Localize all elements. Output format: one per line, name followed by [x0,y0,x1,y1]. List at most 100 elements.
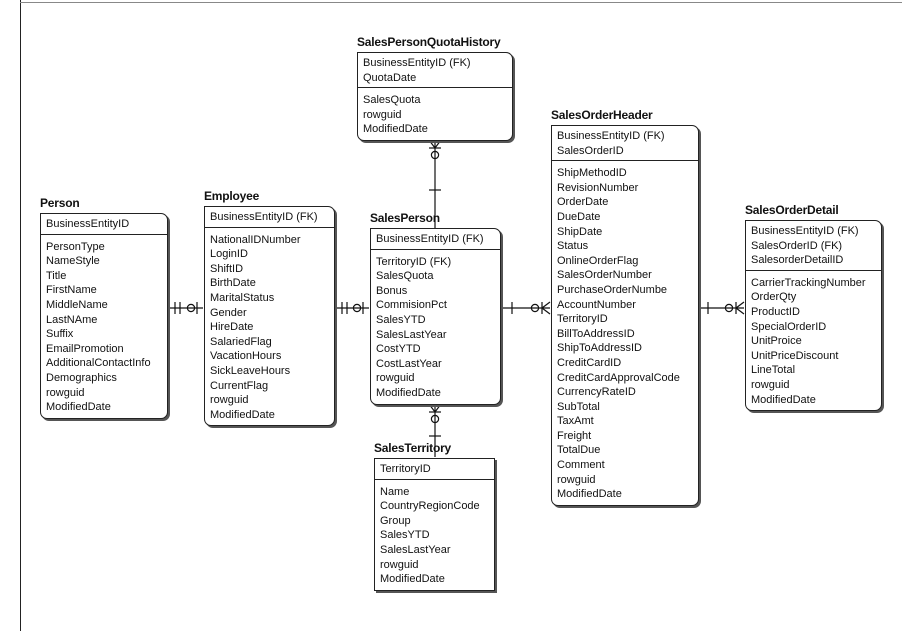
attribute-section: PersonType NameStyle Title FirstName Mid… [41,235,167,418]
attribute-field: OnlineOrderFlag [557,254,639,267]
entity-salesperson[interactable]: SalesPerson BusinessEntityID (FK) Territ… [370,211,501,405]
attribute-field: SubTotal [557,400,600,413]
attribute-field: rowguid [751,378,790,391]
attribute-field: ShiftID [210,262,244,275]
primary-key-section: BusinessEntityID (FK) [371,229,500,250]
attribute-field: Suffix [46,328,74,341]
relationship-employee-salesperson [334,302,369,314]
relationship-salesperson-orderheader [500,301,551,315]
entity-title: SalesOrderHeader [551,108,653,122]
attribute-field: FirstName [46,284,97,297]
entity-title: SalesTerritory [374,441,452,455]
attribute-field: UnitPriceDiscount [751,349,839,362]
attribute-field: SalesQuota [376,270,434,283]
entity-salespersonquotahistory[interactable]: SalesPersonQuotaHistory BusinessEntityID… [357,35,513,141]
attribute-field: SalesOrderNumber [557,269,652,282]
attribute-field: SalesYTD [380,529,430,542]
attribute-field: TerritoryID [557,313,608,326]
entity-salesorderdetail[interactable]: SalesOrderDetail BusinessEntityID (FK) S… [745,203,882,412]
attribute-field: CurrencyRateID [557,386,636,399]
attribute-field: Freight [557,429,592,442]
entity-box: BusinessEntityID (FK) SalesOrderID (FK) … [745,220,882,412]
attribute-section: TerritoryID (FK) SalesQuota Bonus Commis… [371,250,500,404]
entity-box: TerritoryID Name CountryRegionCode Group… [374,458,495,591]
attribute-field: OrderQty [751,291,797,304]
attribute-field: VacationHours [210,350,282,363]
attribute-field: ShipMethodID [557,167,627,180]
attribute-field: Title [46,269,67,282]
attribute-field: LoginID [210,248,248,261]
attribute-field: ModifiedDate [751,393,816,406]
attribute-field: Group [380,514,411,527]
primary-key-section: BusinessEntityID (FK) SalesOrderID (FK) … [746,221,881,271]
entity-title: Employee [204,189,260,203]
entity-title: SalesPerson [370,211,440,225]
attribute-field: CountryRegionCode [380,500,480,513]
key-field: BusinessEntityID (FK) [376,233,484,245]
attribute-field: HireDate [210,321,254,334]
attribute-field: ModifiedDate [380,573,445,586]
key-field: TerritoryID [380,463,431,475]
attribute-field: CarrierTrackingNumber [751,276,866,289]
attribute-field: Bonus [376,284,408,297]
top-frame-line [20,2,902,3]
attribute-field: Status [557,240,589,253]
attribute-field: NationalIDNumber [210,233,301,246]
relationship-orderheader-orderdetail [698,301,745,315]
attribute-field: LineTotal [751,364,796,377]
attribute-field: ModifiedDate [557,488,622,501]
attribute-field: SalariedFlag [210,335,272,348]
attribute-field: rowguid [380,558,419,571]
attribute-field: AdditionalContactInfo [46,357,151,370]
attribute-field: BirthDate [210,277,256,290]
attribute-field: rowguid [557,473,596,486]
left-frame-line [20,0,21,631]
entity-salesorderheader[interactable]: SalesOrderHeader BusinessEntityID (FK) S… [551,108,699,506]
key-field: SalesOrderID [557,144,624,157]
attribute-field: CostLastYear [376,357,442,370]
entity-title: Person [40,196,80,210]
key-field: BusinessEntityID (FK) [210,211,318,223]
relationship-salesperson-quotahistory [428,139,442,230]
attribute-field: MiddleName [46,298,108,311]
attribute-field: CostYTD [376,343,421,356]
attribute-field: rowguid [363,108,402,121]
relationship-territory-salesperson [428,403,442,457]
entity-title: SalesPersonQuotaHistory [357,35,501,49]
attribute-field: UnitProice [751,335,802,348]
attribute-section: Name CountryRegionCode Group SalesYTD Sa… [375,480,494,590]
entity-box: BusinessEntityID (FK) SalesOrderID ShipM… [551,125,699,506]
attribute-field: PersonType [46,240,105,253]
key-field: SalesOrderID (FK) [751,239,843,252]
attribute-section: SalesQuota rowguid ModifiedDate [358,88,512,140]
attribute-field: NameStyle [46,255,100,268]
attribute-section: ShipMethodID RevisionNumber OrderDate Du… [552,161,698,505]
attribute-field: SalesYTD [376,313,426,326]
attribute-field: RevisionNumber [557,181,639,194]
entity-person[interactable]: Person BusinessEntityID PersonType NameS… [40,196,168,419]
primary-key-section: BusinessEntityID [41,214,167,235]
primary-key-section: BusinessEntityID (FK) QuotaDate [358,53,512,89]
entity-box: BusinessEntityID PersonType NameStyle Ti… [40,213,168,419]
entity-salesterritory[interactable]: SalesTerritory TerritoryID Name CountryR… [374,441,495,591]
key-field: BusinessEntityID (FK) [751,225,859,237]
attribute-field: ModifiedDate [363,123,428,136]
attribute-field: ModifiedDate [376,386,441,399]
entity-employee[interactable]: Employee BusinessEntityID (FK) NationalI… [204,189,335,427]
primary-key-section: BusinessEntityID (FK) [205,207,334,228]
attribute-field: OrderDate [557,196,609,209]
entity-box: BusinessEntityID (FK) NationalIDNumber L… [204,206,335,427]
attribute-field: rowguid [46,386,85,399]
key-field: SalesorderDetailID [751,254,844,267]
attribute-section: NationalIDNumber LoginID ShiftID BirthDa… [205,228,334,426]
attribute-field: CreditCardApprovalCode [557,371,680,384]
attribute-field: LastNAme [46,313,98,326]
attribute-field: CommisionPct [376,299,447,312]
primary-key-section: TerritoryID [375,459,494,480]
attribute-field: rowguid [376,372,415,385]
relationship-person-employee [167,302,203,314]
key-field: BusinessEntityID (FK) [557,130,665,142]
attribute-field: DueDate [557,210,601,223]
key-field: QuotaDate [363,71,417,84]
attribute-field: ShipDate [557,225,603,238]
